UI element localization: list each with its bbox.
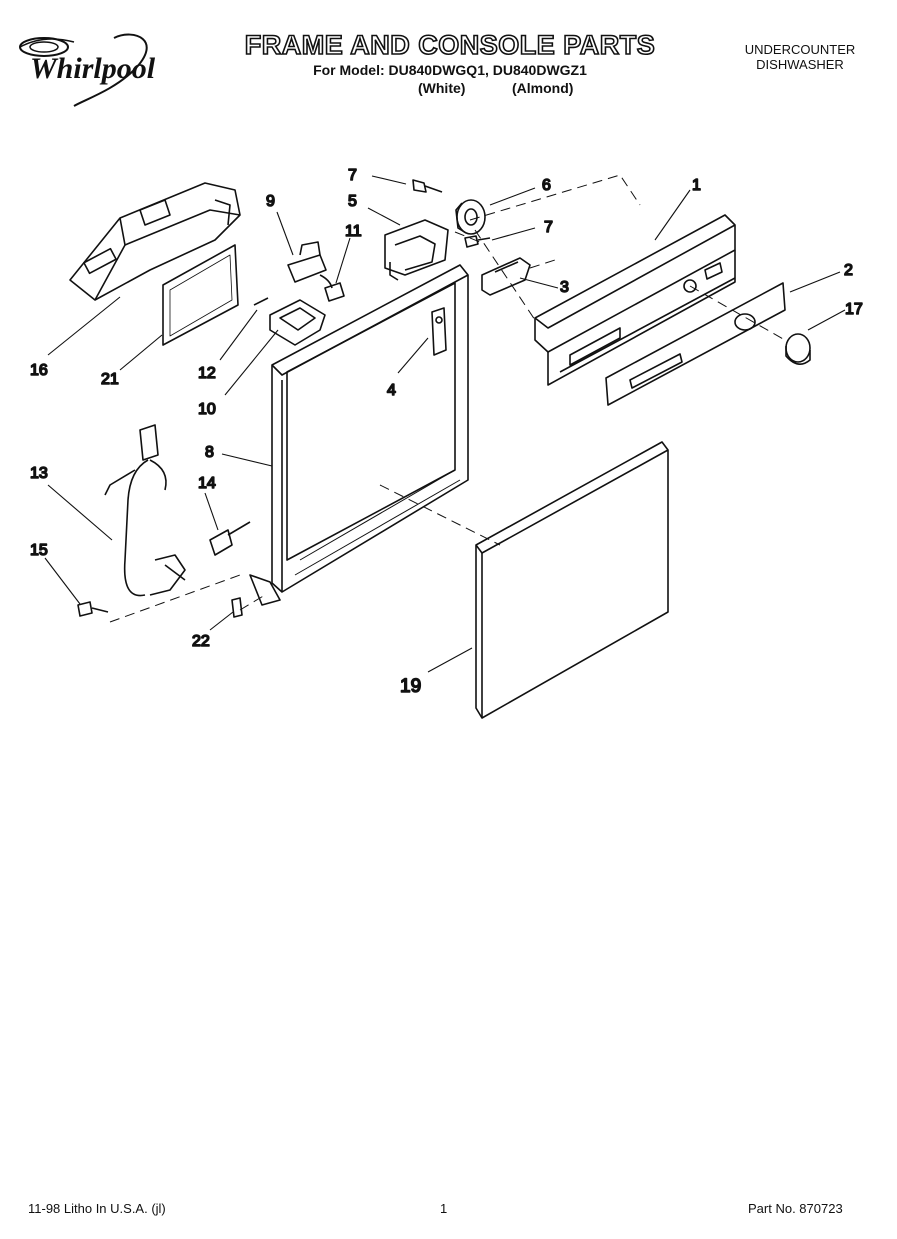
callout-21: 21	[101, 371, 119, 388]
callout-12: 12	[198, 365, 216, 382]
category-line-1: UNDERCOUNTER	[744, 42, 856, 57]
callout-15: 15	[30, 542, 48, 559]
callout-6: 6	[542, 177, 551, 194]
callout-3: 3	[560, 279, 569, 296]
assembly-lines	[109, 174, 786, 623]
footer-page-number: 1	[440, 1201, 448, 1216]
callout-2: 2	[844, 262, 853, 279]
part-13-wire-harness	[104, 424, 186, 597]
callout-8: 8	[205, 444, 214, 461]
part-4-clip	[431, 307, 447, 356]
part-11-connector	[319, 274, 345, 302]
variant-almond: (Almond)	[512, 80, 574, 96]
model-line: For Model: DU840DWGQ1, DU840DWGZ1	[313, 62, 587, 78]
callout-4: 4	[387, 382, 396, 399]
page-title: FRAME AND CONSOLE PARTS	[244, 29, 656, 61]
callout-22: 22	[192, 633, 210, 650]
callout-16: 16	[30, 362, 48, 379]
callout-7-lower: 7	[544, 219, 553, 236]
callout-5: 5	[348, 193, 357, 210]
part-10-bracket	[269, 299, 326, 346]
part-21-panel	[162, 244, 239, 346]
part-7-screw-lower	[464, 235, 491, 248]
part-14-sensor	[209, 521, 251, 556]
callout-11: 11	[345, 223, 362, 240]
callout-13: 13	[30, 465, 48, 482]
variant-white: (White)	[418, 80, 466, 96]
callout-9: 9	[266, 193, 275, 210]
part-12-pin	[253, 297, 269, 306]
part-3-strike	[481, 257, 531, 296]
part-2-trim-panel	[605, 282, 786, 406]
part-17-knob	[785, 333, 811, 365]
part-15-screw	[77, 601, 109, 617]
callout-7-top: 7	[348, 167, 357, 184]
part-9-switch	[287, 241, 327, 283]
part-1-console-panel	[534, 214, 736, 386]
whirlpool-logo: Whirlpool	[19, 33, 156, 107]
callout-1: 1	[692, 177, 701, 194]
part-22-clip	[231, 597, 243, 618]
callout-14: 14	[198, 475, 216, 492]
part-8-door-frame	[249, 264, 469, 606]
part-7-screw-top	[412, 179, 443, 193]
part-19-door-panel	[475, 441, 669, 719]
footer-litho: 11-98 Litho In U.S.A. (jl)	[28, 1201, 166, 1216]
callout-10: 10	[198, 401, 216, 418]
part-5-latch	[384, 219, 449, 281]
part-16-console-housing	[69, 182, 241, 301]
part-6-handle-knob	[455, 199, 486, 235]
footer-part-number: Part No. 870723	[748, 1201, 843, 1216]
leader-lines	[44, 175, 846, 673]
category-line-2: DISHWASHER	[756, 57, 844, 72]
callout-19: 19	[400, 676, 421, 697]
callout-17: 17	[845, 301, 863, 318]
